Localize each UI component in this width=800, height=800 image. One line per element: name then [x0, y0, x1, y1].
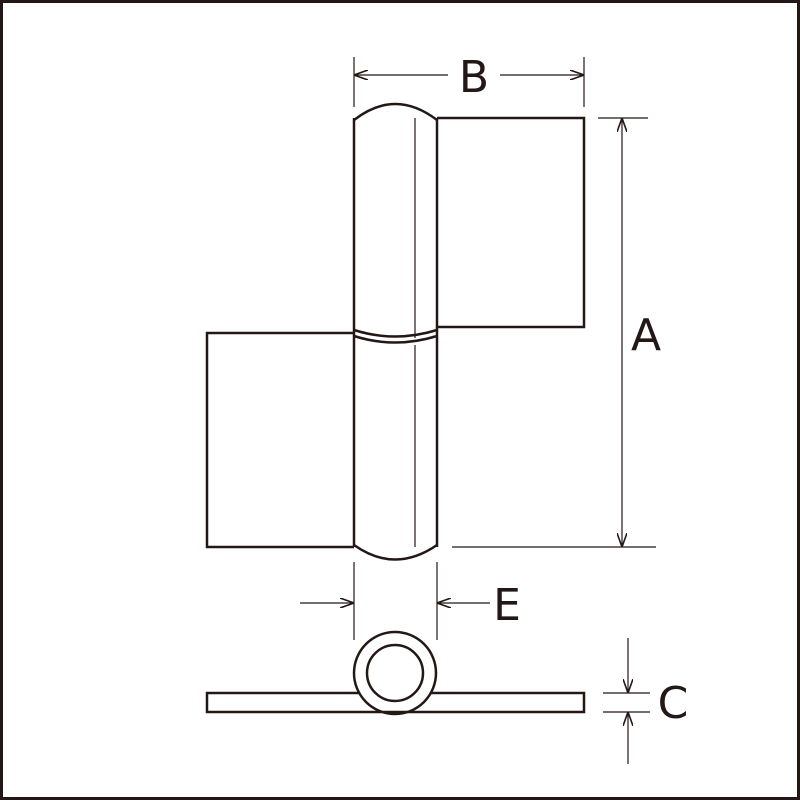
- label-c: C: [658, 678, 689, 729]
- lower-leaf: [205, 331, 354, 549]
- pin-bottom-cap: [353, 543, 438, 561]
- knuckle-seam: [353, 328, 438, 344]
- pin-top-cap: [353, 102, 438, 121]
- hinge-front-view: [205, 102, 586, 561]
- label-a: A: [631, 310, 661, 361]
- dimension-c: C: [603, 638, 688, 764]
- pin-barrel: [352, 118, 439, 547]
- dimension-a: A: [452, 117, 661, 548]
- dimension-e: E: [300, 562, 521, 640]
- upper-leaf: [437, 116, 586, 329]
- plate-strip: [205, 691, 586, 714]
- dimension-b: B: [353, 52, 585, 107]
- hinge-top-view: [205, 630, 586, 716]
- label-e: E: [493, 580, 521, 631]
- label-b: B: [459, 52, 489, 103]
- pin-inner-ring: [365, 643, 425, 703]
- pin-outer-ring: [352, 630, 438, 716]
